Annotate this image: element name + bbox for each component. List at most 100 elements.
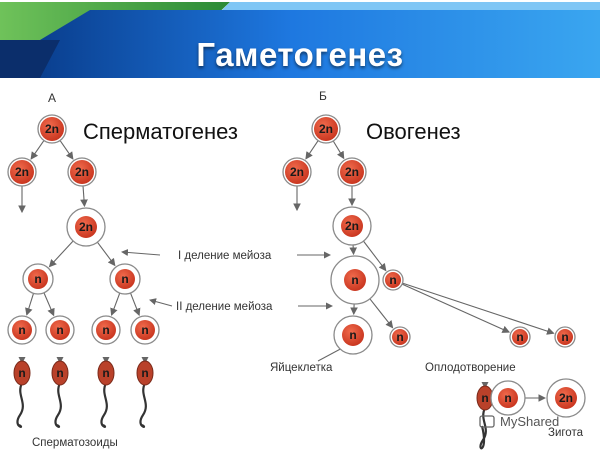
- cell-label: n: [351, 273, 358, 287]
- cell-b-egg: n: [333, 315, 373, 355]
- cell-nucleus: [342, 324, 364, 346]
- arrow-a-m1-right-to-a-m2-3: [110, 292, 121, 317]
- fertilization-label: Оплодотворение: [425, 362, 516, 374]
- monitor-icon: [479, 415, 495, 428]
- cell-label: n: [561, 330, 568, 344]
- sperm-tail: [100, 382, 108, 428]
- cell-nucleus: [285, 160, 309, 184]
- cell-label: 2n: [75, 165, 89, 179]
- zygote-label: Зигота: [548, 427, 584, 439]
- sperm-label: n: [18, 366, 25, 380]
- cell-b-zygote: 2n: [546, 378, 586, 418]
- sperm-2: n: [51, 357, 69, 428]
- arrow-b-root-to-b-left: [305, 140, 319, 160]
- cell-label: n: [516, 330, 523, 344]
- cell-nucleus: [135, 320, 155, 340]
- cell-label: n: [389, 273, 396, 287]
- title-banner: [0, 2, 600, 78]
- cell-a-m2-1: n: [7, 315, 37, 345]
- cell-nucleus: [96, 320, 116, 340]
- cell-b-zygote-egg: n: [490, 380, 526, 416]
- cell-label: n: [56, 323, 63, 337]
- sperm-label: Сперматозоиды: [32, 437, 118, 449]
- sperm-tail: [479, 407, 487, 450]
- cell-nucleus: [340, 160, 364, 184]
- arrow-a-m1-left-to-a-m2-1: [25, 293, 35, 316]
- cell-a-m2-3: n: [91, 315, 121, 345]
- arrow-a-big-to-a-m1-right: [96, 241, 116, 267]
- sperm-4: n: [136, 357, 154, 428]
- cell-nucleus: [555, 387, 577, 409]
- cell-nucleus: [498, 388, 518, 408]
- sperm-label: n: [481, 391, 488, 405]
- lineage-arrows: [18, 140, 555, 402]
- cell-b-polar-2: n: [389, 326, 411, 348]
- cell-b-root: 2n: [311, 114, 341, 144]
- cell-nucleus: [557, 329, 573, 345]
- cell-label: 2n: [79, 220, 93, 234]
- cell-b-right: 2n: [337, 157, 367, 187]
- arrow-a-m1-left-to-a-m2-2: [43, 292, 55, 317]
- cell-b-big: 2n: [332, 206, 372, 246]
- page-title: Гаметогенез: [196, 36, 404, 73]
- arrow-a-root-to-a-left: [30, 140, 45, 160]
- cell-label: n: [18, 323, 25, 337]
- cell-nucleus: [28, 269, 48, 289]
- cell-b-polar-3: n: [509, 326, 531, 348]
- cell-nucleus: [75, 216, 97, 238]
- watermark-text: MyShared: [500, 414, 559, 429]
- cell-b-left: 2n: [282, 157, 312, 187]
- cell-label: n: [121, 272, 128, 286]
- meiosis-second-arrow-left: [149, 298, 173, 307]
- cell-nucleus: [12, 320, 32, 340]
- egg-label: Яйцеклетка: [270, 362, 333, 374]
- cell-label: n: [396, 330, 403, 344]
- watermark: MyShared: [479, 414, 559, 429]
- cell-nucleus: [344, 269, 366, 291]
- cell-a-m1-left: n: [22, 263, 54, 295]
- panel-b-letter: Б: [319, 89, 327, 103]
- cell-a-m2-4: n: [130, 315, 160, 345]
- panel-b-heading: Овогенез: [366, 119, 461, 144]
- arrow-b-big-to-b-polar-1: [363, 240, 387, 272]
- cell-label: 2n: [345, 219, 359, 233]
- arrow-b-polar-1-to-b-polar-3: [401, 283, 511, 333]
- meiosis-second-label: II деление мейоза: [176, 301, 273, 313]
- cell-nucleus: [10, 160, 34, 184]
- cell-label: n: [504, 391, 511, 405]
- sperm-tail: [139, 382, 147, 428]
- arrow-b-oocyte-to-b-polar-2: [369, 298, 394, 329]
- cell-nucleus: [70, 160, 94, 184]
- cell-nucleus: [115, 269, 135, 289]
- cell-nucleus: [314, 117, 338, 141]
- cell-label: 2n: [319, 122, 333, 136]
- cell-nucleus: [512, 329, 528, 345]
- arrow-a-right-to-a-big: [80, 185, 88, 208]
- arrow-b-polar-1-to-b-polar-4: [402, 282, 555, 335]
- panel-a-heading: Сперматогенез: [83, 119, 238, 144]
- cell-label: 2n: [559, 391, 573, 405]
- sperm-head: [13, 360, 31, 386]
- cell-label: 2n: [45, 122, 59, 136]
- cell-label: n: [102, 323, 109, 337]
- sperm-head: [51, 360, 69, 386]
- cell-nucleus: [50, 320, 70, 340]
- meiosis-first-label: I деление мейоза: [178, 250, 272, 262]
- cell-nucleus: [392, 329, 408, 345]
- cell-b-oocyte: n: [330, 255, 380, 305]
- sperm-head: [97, 360, 115, 386]
- arrow-a-big-to-a-m1-left: [48, 240, 74, 268]
- cell-a-root: 2n: [37, 114, 67, 144]
- arrow-b-big-to-b-oocyte: [349, 244, 358, 256]
- cell-label: n: [34, 272, 41, 286]
- arrow-b-root-to-b-right: [332, 140, 345, 160]
- sperm-label: n: [56, 366, 63, 380]
- sperm-fertilizing: n: [476, 382, 494, 450]
- meiosis-first-arrow-left: [121, 248, 161, 256]
- cell-nucleus: [341, 215, 363, 237]
- cell-nucleus: [385, 272, 401, 288]
- sperm-label: n: [141, 366, 148, 380]
- cell-nucleus: [40, 117, 64, 141]
